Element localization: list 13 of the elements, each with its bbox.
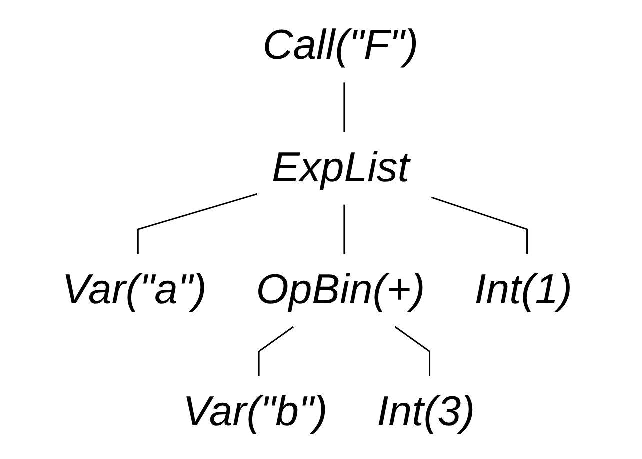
- node-text: Var("b"): [182, 388, 328, 436]
- node-text: ExpList: [272, 144, 410, 192]
- node-text: Var("a"): [62, 266, 207, 314]
- node-text: Call("F"): [262, 22, 419, 70]
- connector: [137, 194, 258, 254]
- connector: [344, 204, 346, 254]
- connector: [432, 196, 528, 254]
- node-text: Int(1): [474, 266, 573, 314]
- connector: [344, 82, 346, 132]
- node-text: OpBin(+): [256, 266, 426, 314]
- connector: [394, 326, 431, 376]
- node-text: Int(3): [377, 388, 476, 436]
- connector: [258, 326, 294, 376]
